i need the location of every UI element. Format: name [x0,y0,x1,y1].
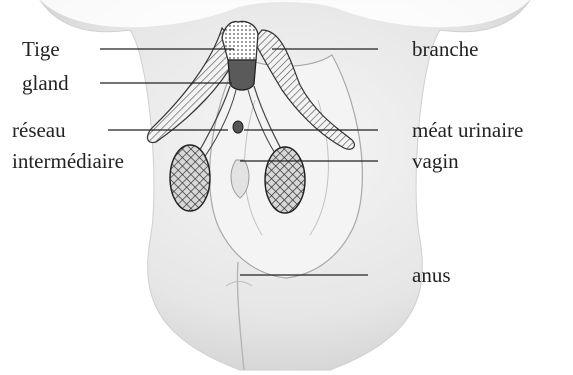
label-intermediaire: intermédiaire [12,151,124,172]
vestibular-bulb-left [170,145,210,211]
label-branche: branche [412,39,478,60]
label-reseau: réseau [12,120,66,141]
vestibular-bulb-right [265,147,305,213]
label-meat: méat urinaire [412,120,523,141]
label-gland: gland [22,73,69,94]
label-tige: Tige [22,39,60,60]
label-vagin: vagin [412,151,459,172]
clitoris-shaft [222,22,258,61]
urethral-meatus [233,121,243,133]
label-anus: anus [412,265,451,286]
clitoris-glans [228,60,256,90]
